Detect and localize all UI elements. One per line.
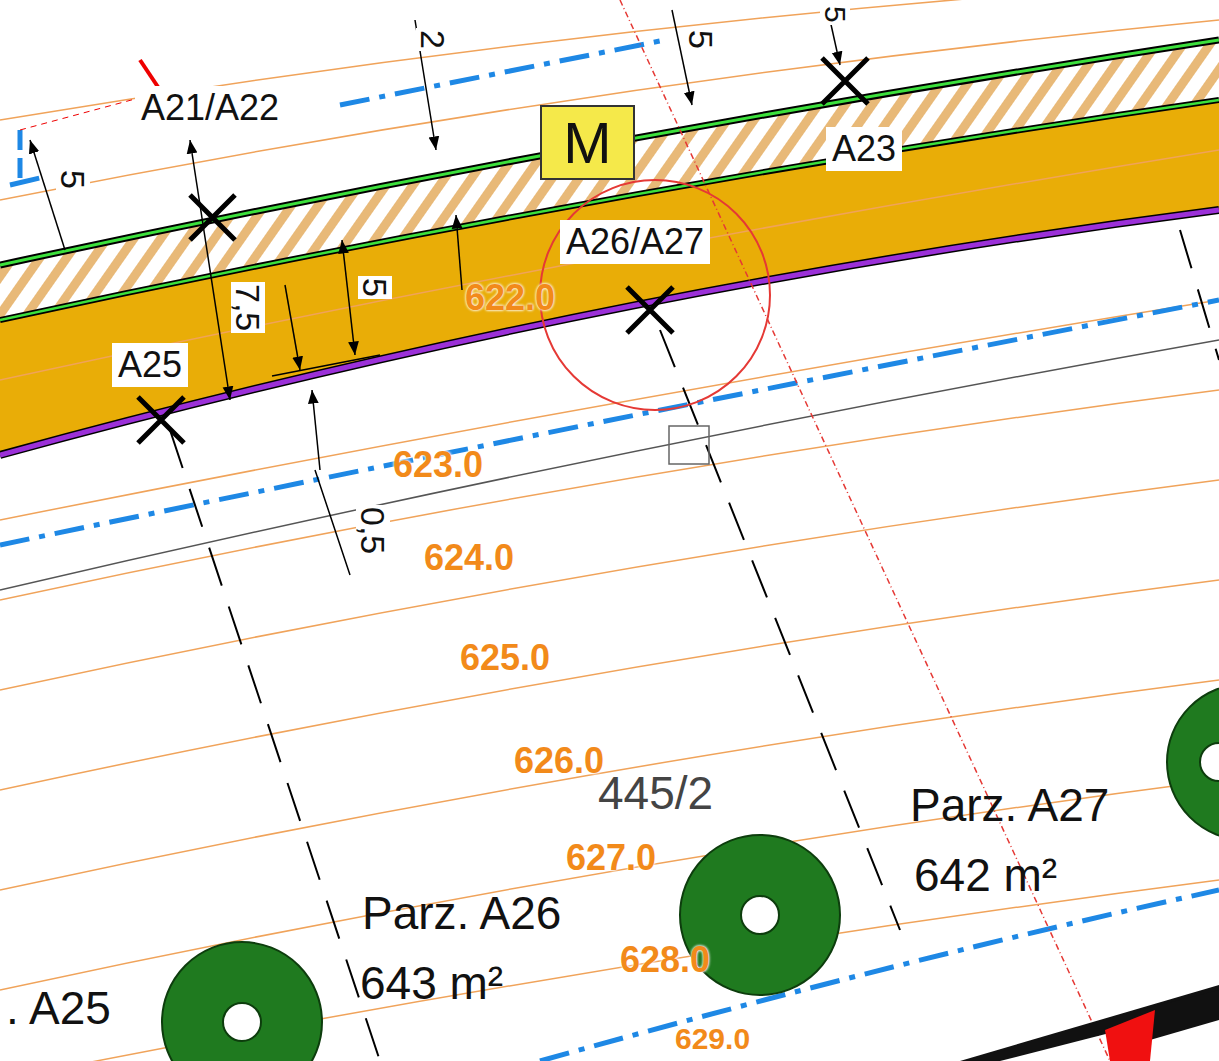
point-label: A25 [112,343,188,387]
elevation-label: 624.0 [424,540,514,576]
marker-letter: M [563,114,611,172]
tree-symbol [162,684,1219,1061]
dimension-label: 5 [684,28,718,51]
dimension-label: 5 [358,276,392,299]
orange-band [0,100,1219,455]
point-label: A26/A27 [560,220,710,264]
parcel-label: 642 m² [914,852,1057,898]
point-label: A23 [826,127,902,171]
elevation-label: 623.0 [393,447,483,483]
elevation-label: 627.0 [566,840,656,876]
dimension-label: 7,5 [231,282,265,333]
dimension-label: 5 [56,168,90,191]
boundary-line [0,40,1219,265]
dimension-label: 0,5 [356,505,390,556]
parcel-label: 643 m² [360,960,503,1006]
parcel-line [170,230,1219,1061]
parcel-label: Parz. A26 [362,890,561,936]
highlight-circle [540,180,770,410]
axis-line [620,0,1110,1061]
elevation-label: 626.0 [514,743,604,779]
grey-line [0,340,1219,590]
elevation-label: 628.0 [620,942,710,978]
elevation-label: 625.0 [460,640,550,676]
green-line [0,40,1219,265]
boundary-line [0,100,1219,320]
green-line [0,100,1219,320]
parcel-label: Parz. A27 [910,782,1109,828]
elevation-label: 629.0 [675,1024,750,1054]
dimension-label: 5 [820,4,850,25]
dimension-line [30,10,840,575]
elevation-label: 622.0 [465,280,555,316]
parcel-label: 445/2 [598,770,713,816]
building-line [0,40,1219,1061]
point-label: A21/A22 [135,86,285,130]
parcel-label: . A25 [6,985,111,1031]
marker-box: M [540,105,635,180]
dimension-label: 2 [416,28,450,51]
